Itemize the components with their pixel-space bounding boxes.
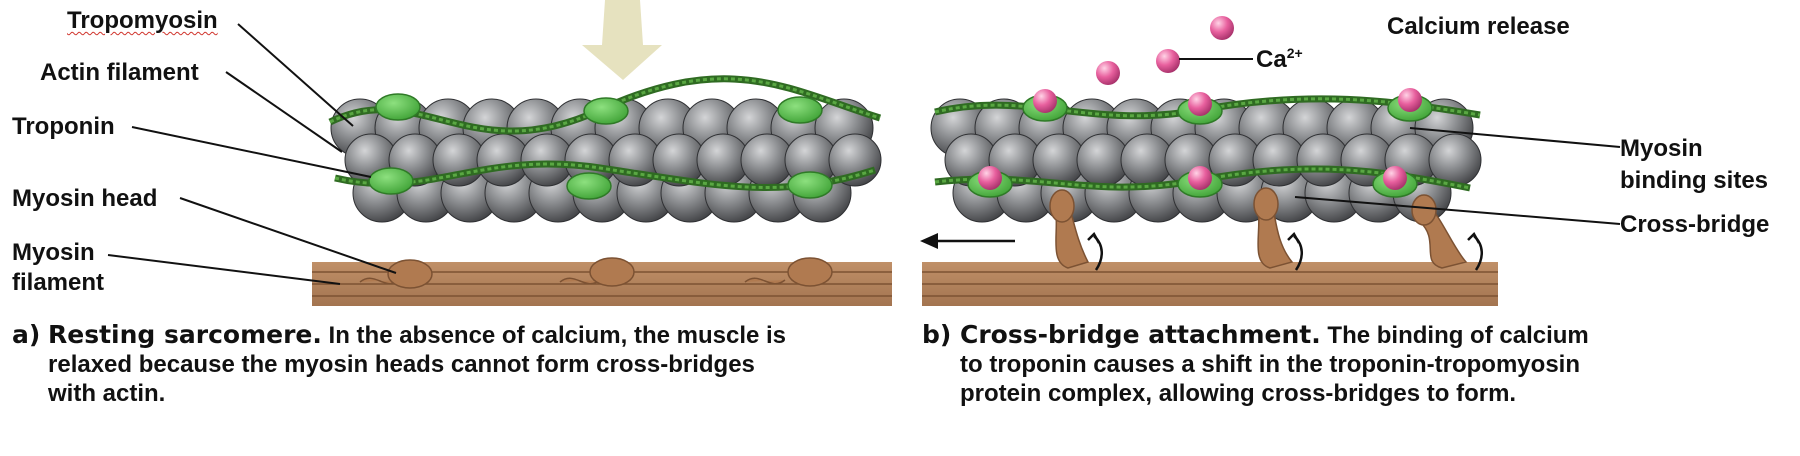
- caption-a-line3: with actin.: [48, 380, 166, 407]
- label-myosin-head: Myosin head: [12, 185, 158, 212]
- yellow-arrow-icon: [582, 0, 662, 80]
- label-myosin-filament-1: Myosin: [12, 239, 95, 266]
- caption-a-line1: In the absence of calcium, the muscle is: [321, 322, 787, 349]
- power-stroke-arrow-icons: [1087, 231, 1483, 271]
- troponin-complexes-a: [368, 93, 833, 200]
- caption-b-line1: The binding of calcium: [1320, 322, 1589, 349]
- caption-a-prefix: a): [12, 320, 41, 349]
- label-myosin-binding-sites-2: binding sites: [1620, 167, 1769, 194]
- myosin-filament-b: [922, 262, 1498, 306]
- caption-a-title: Resting sarcomere.: [48, 320, 322, 349]
- caption-b-line3: protein complex, allowing cross-bridges …: [960, 380, 1517, 407]
- calcium-ions-free: [1096, 16, 1234, 85]
- caption-b-line2: to troponin causes a shift in the tropon…: [960, 351, 1580, 378]
- label-troponin: Troponin: [12, 113, 115, 140]
- label-cross-bridge: Cross-bridge: [1620, 211, 1770, 238]
- label-actin-filament: Actin filament: [40, 59, 199, 86]
- label-tropomyosin: Tropomyosin: [67, 7, 218, 34]
- myosin-heads-resting-a: [359, 257, 833, 289]
- filament-slide-arrow-icon: [920, 233, 1015, 249]
- label-myosin-filament-2: filament: [12, 269, 105, 296]
- label-myosin-binding-sites-1: Myosin: [1620, 135, 1703, 162]
- label-ca-base: Ca: [1256, 46, 1287, 73]
- caption-b: b) Cross-bridge attachment. The binding …: [922, 320, 1742, 408]
- label-ca-ion: Ca2+: [1256, 46, 1303, 72]
- label-ca-superscript: 2+: [1286, 45, 1303, 61]
- leader-lines: [107, 23, 1621, 285]
- cross-bridges: [1049, 187, 1468, 269]
- caption-a-line2: relaxed because the myosin heads cannot …: [48, 351, 755, 378]
- caption-b-prefix: b): [922, 320, 952, 349]
- label-calcium-release: Calcium release: [1387, 13, 1570, 40]
- caption-a: a) Resting sarcomere. In the absence of …: [12, 320, 892, 408]
- caption-b-title: Cross-bridge attachment.: [960, 320, 1321, 349]
- calcium-ions-bound: [978, 88, 1422, 190]
